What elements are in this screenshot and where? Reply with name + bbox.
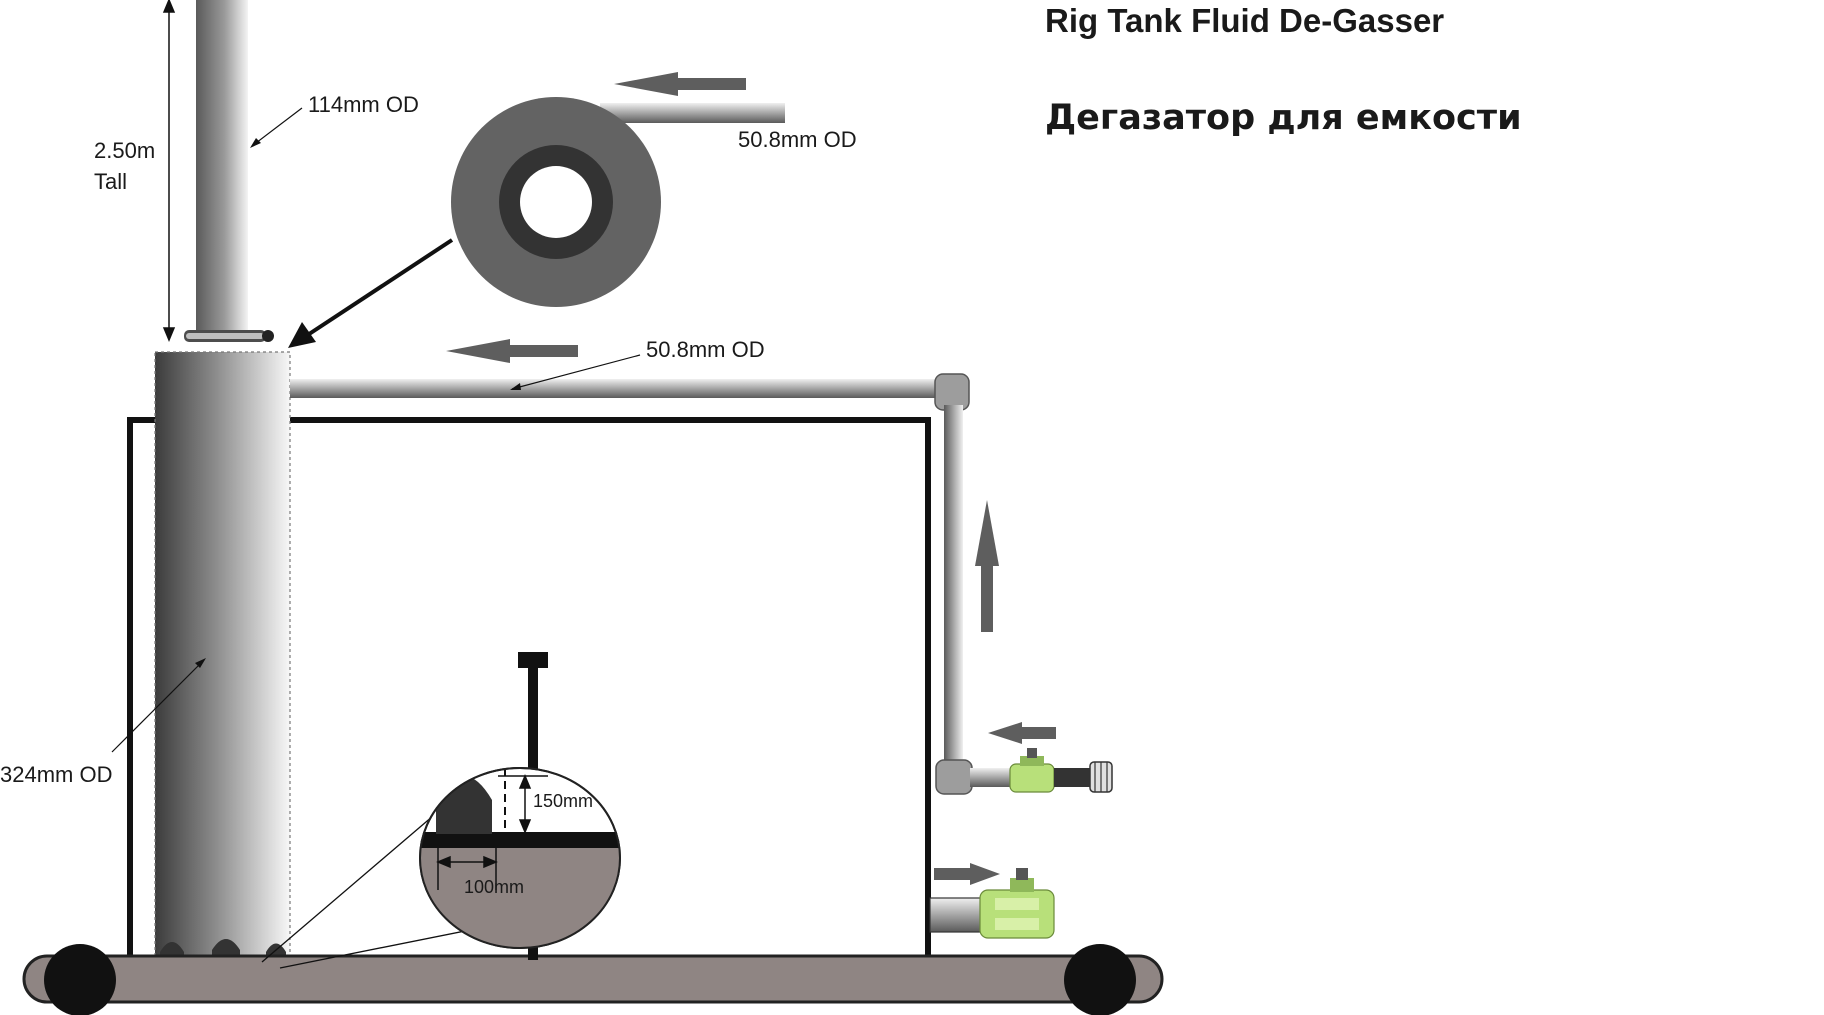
baffle-post-cap <box>518 652 548 668</box>
slot-width-dimension <box>436 848 498 890</box>
zoom-leader-upper <box>261 809 441 963</box>
label-slot-width: 100mm <box>464 877 525 897</box>
lower-discharge-valve <box>929 868 1055 939</box>
leader-return-od <box>511 354 641 390</box>
vent-stack <box>196 0 248 340</box>
leader-stack-od <box>251 107 303 147</box>
label-stack-height-word: Tall <box>94 169 128 194</box>
leader-vessel-od-tip <box>195 658 206 668</box>
return-line-elbow-top <box>934 373 970 411</box>
flow-arrow-discharge <box>934 863 1000 885</box>
flow-arrow-return-line <box>446 339 578 363</box>
leader-stack-od-tip <box>250 138 261 148</box>
flow-arrow-inlet-top <box>614 72 746 96</box>
skid-base <box>22 954 1164 1004</box>
return-line-horizontal <box>290 379 940 398</box>
label-stack-od: 114mm OD <box>308 92 419 117</box>
label-return-line-od: 50.8mm OD <box>646 337 765 362</box>
title-english: Rig Tank Fluid De-Gasser <box>1045 2 1445 39</box>
return-line-riser <box>944 405 963 765</box>
upper-ball-valve <box>1009 748 1113 793</box>
label-vessel-od: 324mm OD <box>0 762 113 787</box>
label-slot-height: 150mm <box>533 791 594 811</box>
slot-height-dimension <box>498 774 548 834</box>
label-stack-height-value: 2.50m <box>94 138 156 163</box>
stack-clamp <box>184 330 274 342</box>
height-dimension-arrow <box>162 0 176 342</box>
flow-arrow-suction <box>988 722 1056 744</box>
inlet-ring-detail <box>451 97 785 307</box>
slot-detail-zoom <box>419 767 621 949</box>
flow-arrow-riser-up <box>975 500 999 632</box>
skid-wheel-left <box>44 944 116 1015</box>
degasser-vessel <box>155 352 290 966</box>
label-inlet-top-od: 50.8mm OD <box>738 127 857 152</box>
skid-wheel-right <box>1064 944 1136 1015</box>
leader-vessel-od <box>111 659 205 753</box>
return-line-elbow-bottom <box>935 759 973 795</box>
detail-pointer-arrow <box>288 238 454 348</box>
leader-return-od-tip <box>510 383 521 390</box>
title-russian: Дегазатор для емкости <box>1045 98 1522 138</box>
